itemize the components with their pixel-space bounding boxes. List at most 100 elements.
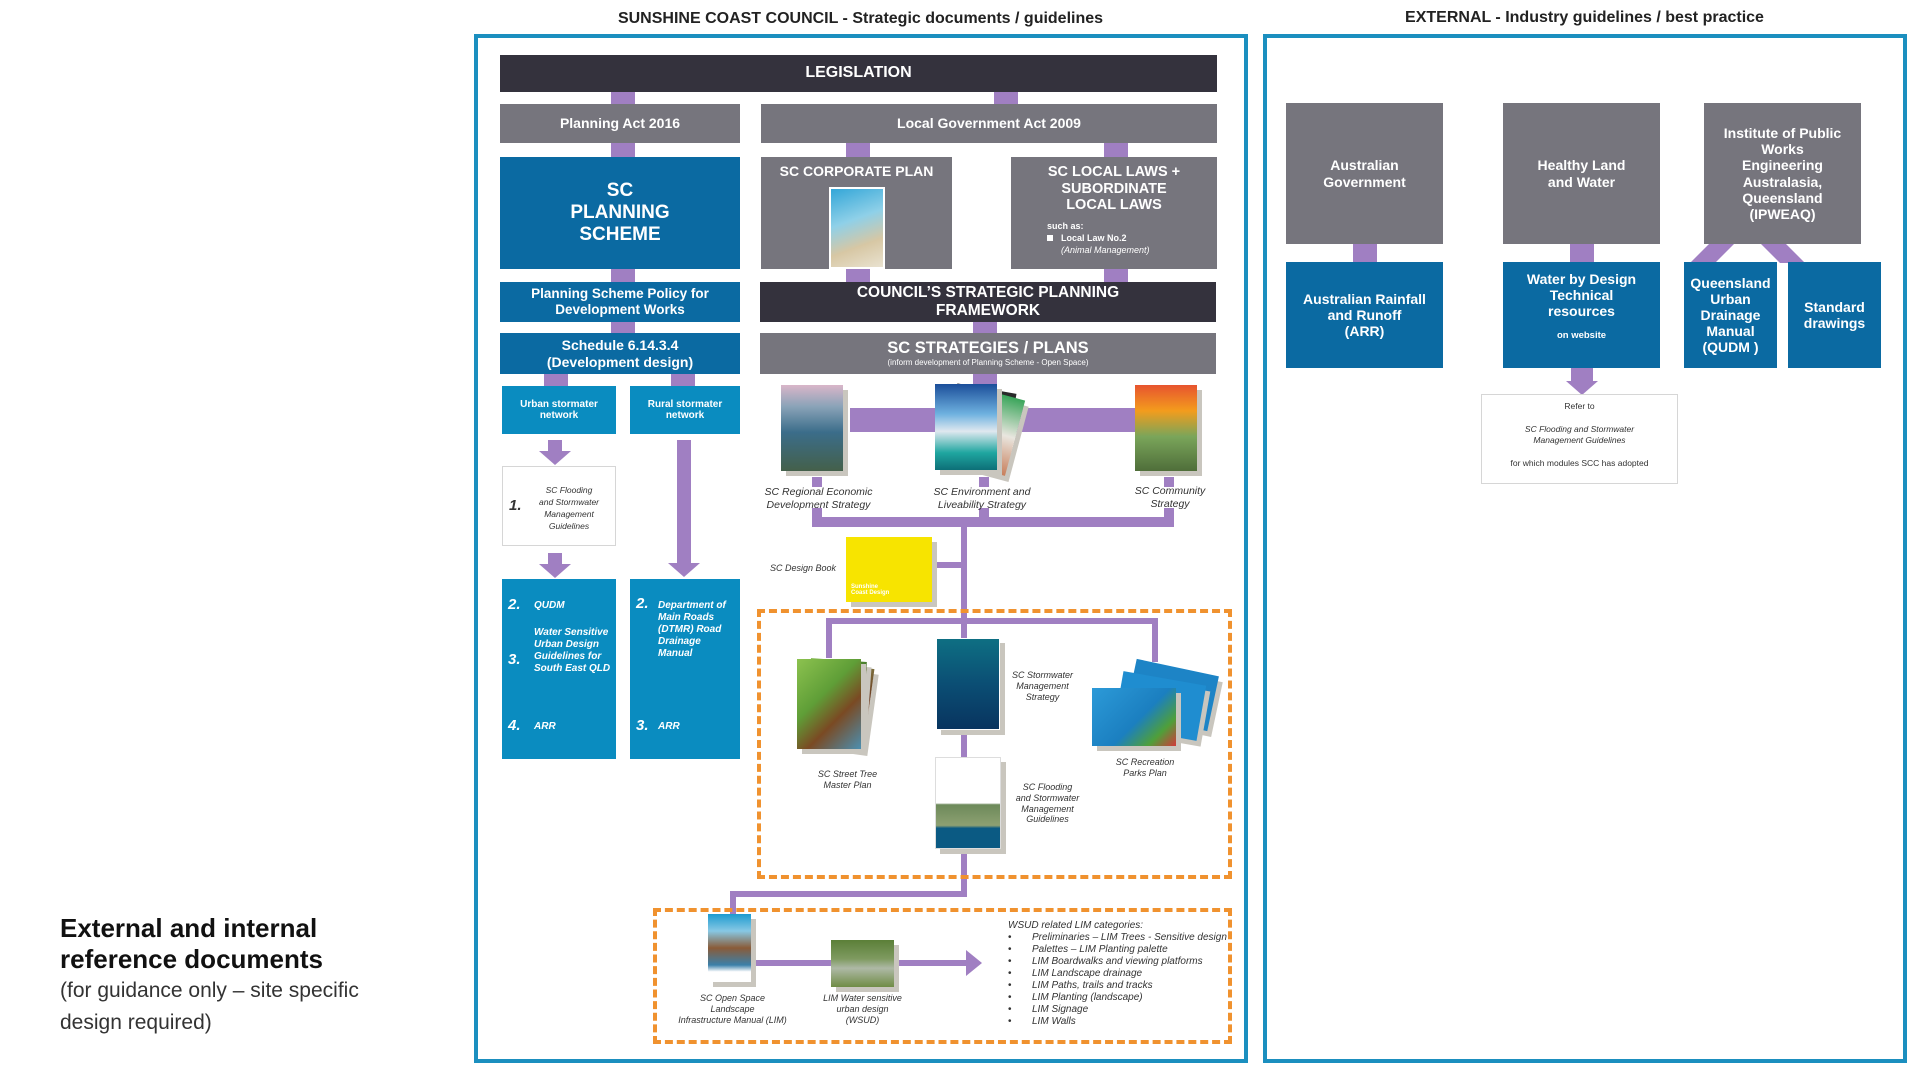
text-line: Urban stormater <box>520 398 598 410</box>
arrow-down-icon <box>539 564 571 578</box>
text-line: SC LOCAL LAWS + <box>1047 164 1181 180</box>
text-line: Drainage <box>1700 306 1761 323</box>
connector <box>611 269 635 282</box>
text-line: Institute of Public <box>1723 125 1842 142</box>
connector <box>1353 243 1377 263</box>
arr-box[interactable]: Australian Rainfall and Runoff (ARR) <box>1286 262 1443 368</box>
text-line: SUBORDINATE <box>1061 180 1167 197</box>
wsud-categories-list: WSUD related LIM categories: Preliminari… <box>1008 920 1228 1028</box>
connector <box>730 891 967 897</box>
planning-act-label: Planning Act 2016 <box>559 115 681 132</box>
connector <box>934 562 964 568</box>
wbd-note: on website <box>1556 330 1607 342</box>
community-strategy-label: SC Community Strategy <box>1120 485 1220 510</box>
text-line: Management <box>544 509 594 519</box>
list-item: LIM Planting (landscape) <box>1008 992 1228 1004</box>
schedule-box: Schedule 6.14.3.4 (Development design) <box>500 333 740 374</box>
flood-guidelines-label: SC Flooding and Stormwater Management Gu… <box>1005 782 1090 825</box>
urban-stormwater-box: Urban stormater network <box>502 386 616 434</box>
text-line: (IPWEAQ) <box>1749 205 1816 222</box>
reference-arr: ARR <box>658 721 680 732</box>
qudm-box[interactable]: Queensland Urban Drainage Manual (QUDM ) <box>1684 262 1777 368</box>
connector <box>1152 618 1158 662</box>
text-line: and Stormwater <box>1015 792 1080 803</box>
connector <box>611 92 635 104</box>
recreation-parks-label: SC Recreation Parks Plan <box>1105 757 1185 779</box>
text-line: Standard <box>1804 298 1865 315</box>
flood-guidelines-reference: 1. SC Flooding and Stormwater Management… <box>502 466 616 546</box>
environment-liveability-strategy-label: SC Environment and Liveability Strategy <box>912 486 1052 511</box>
item-number: 1. <box>509 497 522 514</box>
text-line: LIM Water sensitive <box>823 993 902 1003</box>
text-line: Master Plan <box>823 779 872 790</box>
street-tree-label: SC Street Tree Master Plan <box>800 769 895 791</box>
such-as-label: such as: <box>1047 221 1084 232</box>
text-line: SC Flooding <box>545 485 593 495</box>
text-line: (ARR) <box>1344 323 1385 340</box>
connector <box>1690 243 1735 263</box>
refer-line: Refer to <box>1564 401 1595 411</box>
text-line: SC Street Tree <box>817 769 878 779</box>
text-line: SC Stormwater <box>1011 670 1073 680</box>
caption-title: External and internal <box>60 913 318 943</box>
text-line: Australian <box>1330 157 1399 174</box>
arrow-down-icon <box>539 451 571 465</box>
standard-drawings-box[interactable]: Standard drawings <box>1788 262 1881 368</box>
text-line: Works <box>1761 141 1804 158</box>
arrow-right-icon <box>966 950 982 976</box>
arrow-shaft <box>548 440 562 452</box>
lga-label: Local Government Act 2009 <box>897 115 1081 132</box>
connector <box>1760 243 1805 263</box>
regional-economic-strategy-label: SC Regional Economic Development Strateg… <box>746 486 891 511</box>
text-line: SCHEME <box>579 223 661 245</box>
corporate-plan-box: SC CORPORATE PLAN <box>761 157 952 269</box>
design-book-label: SC Design Book <box>770 563 837 573</box>
connector <box>730 891 736 921</box>
text-line: Water by Design <box>1526 271 1637 287</box>
arrow-shaft <box>548 553 562 565</box>
flood-guide-text: SC Flooding and Stormwater Management Gu… <box>525 484 613 532</box>
connector <box>979 477 989 487</box>
dashed-group-lim <box>653 908 1232 1044</box>
text-line: and Water <box>1547 173 1616 190</box>
connector <box>1164 508 1174 518</box>
list-item: Preliminaries – LIM Trees - Sensitive de… <box>1008 932 1228 944</box>
connector <box>846 269 870 282</box>
healthy-land-water-box: Healthy Land and Water <box>1503 103 1660 244</box>
text-line: resources <box>1548 303 1615 320</box>
text-line: Technical <box>1549 287 1614 304</box>
text-line: SC Open Space <box>699 993 766 1003</box>
legislation-header: LEGISLATION <box>500 55 1217 92</box>
urban-references-box: 2. QUDM 3. Water Sensitive Urban Design … <box>502 579 616 759</box>
planning-scheme-policy-box: Planning Scheme Policy for Development W… <box>500 282 740 322</box>
text-line: urban design <box>836 1003 889 1014</box>
text-line: LOCAL LAWS <box>1066 197 1162 214</box>
text-line: network <box>539 410 579 421</box>
text-line: Planning Scheme Policy for <box>531 286 709 302</box>
connector <box>973 322 997 333</box>
text-line: Healthy Land <box>1537 157 1626 174</box>
local-law-item: Local Law No.2 (Animal Management) <box>1047 232 1150 256</box>
connector <box>1570 243 1594 263</box>
recreation-parks-plan-cover <box>1092 688 1176 746</box>
text-line: SC <box>606 180 634 202</box>
environment-liveability-strategy-cover <box>935 384 997 470</box>
text-line: Landscape <box>710 1003 755 1014</box>
caption-subtitle: design required) <box>60 1011 212 1034</box>
water-by-design-box[interactable]: Water by Design Technical resources on w… <box>1503 262 1660 368</box>
text-line: Strategy <box>1150 497 1190 510</box>
text-line: Engineering <box>1742 157 1823 174</box>
strategies-subtitle: (inform development of Planning Scheme -… <box>887 358 1089 368</box>
item-number: 2. <box>636 595 649 612</box>
text-line: Schedule 6.14.3.4 <box>561 337 679 354</box>
connector <box>611 322 635 333</box>
corporate-plan-label: SC CORPORATE PLAN <box>779 163 934 179</box>
text-line: Development Strategy <box>766 498 871 511</box>
connector <box>979 508 989 518</box>
item-number: 3. <box>636 717 649 734</box>
local-government-act-box: Local Government Act 2009 <box>761 104 1217 143</box>
text-line: Rural stormater <box>647 398 723 410</box>
text-line: Infrastructure Manual (LIM) <box>678 1014 787 1025</box>
australian-government-box: Australian Government <box>1286 103 1443 244</box>
design-book-cover-title: Sunshine Coast Design <box>851 584 890 596</box>
